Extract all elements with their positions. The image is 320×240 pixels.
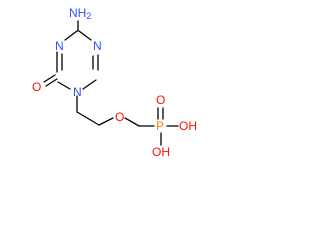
carbonyl-o-label: O: [32, 80, 41, 94]
bond-ch2-ether: [98, 117, 114, 126]
bond-c4-n3: [64, 30, 78, 41]
molecule-structure-diagram: NH2 N N N O O P O OH OH: [32, 6, 197, 159]
ring-n1-label: N: [73, 85, 82, 99]
ring-n3-label: N: [55, 39, 64, 53]
ether-o-label: O: [115, 110, 124, 124]
atom-labels: NH2 N N N O O P O OH OH: [32, 6, 197, 159]
amino-subscript: 2: [86, 11, 91, 21]
bond-ether-ch2: [124, 117, 140, 127]
bond-n1-c6: [82, 79, 97, 90]
hydroxyl-o2-label: OH: [152, 145, 170, 159]
bond-n5-c4: [78, 30, 92, 41]
bond-c2-carbonyl-double: [43, 74, 56, 83]
bond-c2-n1: [57, 81, 71, 90]
phosphorus-label: P: [156, 119, 164, 133]
bonds: [43, 20, 179, 146]
bond-c2-carbonyl: [45, 78, 58, 87]
amino-label: NH2: [69, 6, 91, 21]
amino-main-text: NH: [69, 6, 86, 20]
phosphoryl-o-label: O: [156, 93, 165, 107]
bond-ch2-ch2: [76, 111, 100, 126]
ring-n5-label: N: [93, 39, 102, 53]
hydroxyl-o1-label: OH: [179, 119, 197, 133]
